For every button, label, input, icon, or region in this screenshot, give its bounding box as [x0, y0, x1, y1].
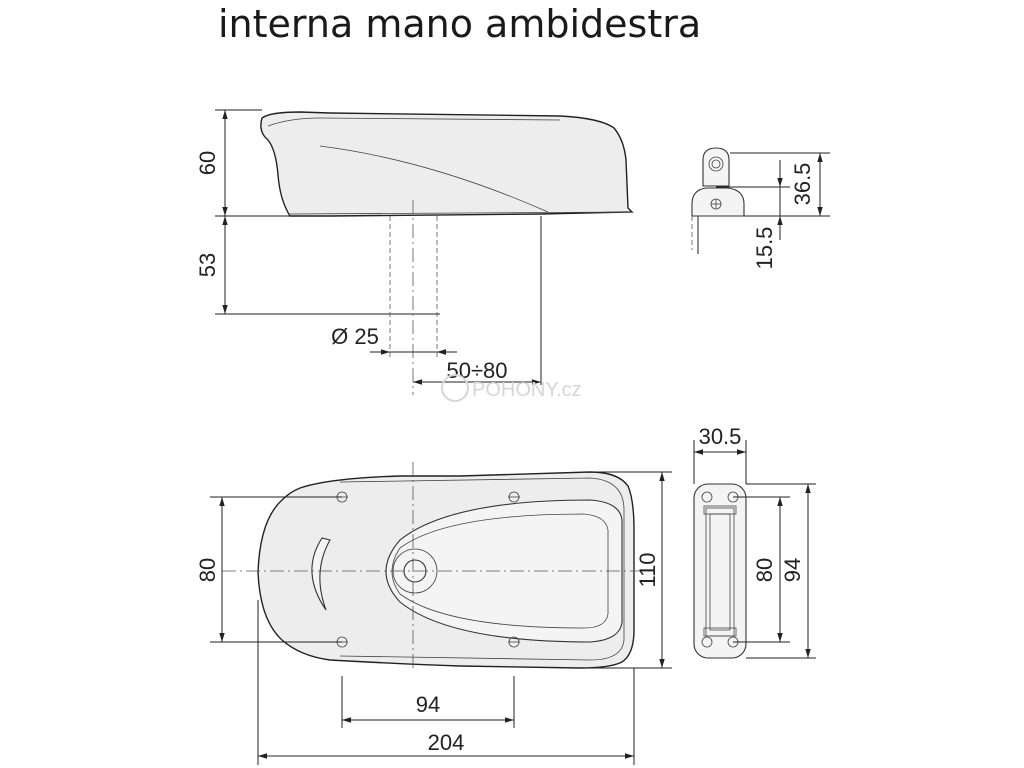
dim-hole-spacing-vertical: 80: [195, 558, 220, 582]
end-view-small: 36.5 15.5: [691, 147, 830, 270]
dim-side-height-bottom: 53: [195, 253, 220, 277]
dim-width: 30.5: [699, 424, 742, 449]
end-view-tab: [702, 147, 730, 187]
dim-cylinder-diameter: Ø 25: [331, 324, 379, 349]
watermark-text: POHONY.cz: [472, 379, 582, 401]
dim-total-length: 204: [428, 730, 465, 755]
dim-plate-height: 94: [780, 558, 805, 582]
dim-hole-spacing-horizontal: 94: [416, 692, 440, 717]
dim-hole-spacing-right: 80: [752, 558, 777, 582]
dim-side-height-top: 60: [195, 151, 220, 175]
front-view-inner-contour: [339, 477, 625, 661]
side-view-crest: [267, 117, 561, 127]
side-view-curve: [319, 145, 549, 213]
side-view: 60 53 Ø 25 50÷80: [195, 109, 634, 395]
plate-view: 30.5 80 94: [693, 424, 816, 659]
front-view-teardrop-inner: [391, 513, 609, 629]
watermark: POHONY.cz: [441, 374, 582, 402]
plate-view-body: [693, 483, 747, 659]
front-view-crescent: [311, 537, 331, 611]
dim-backset: 50÷80: [446, 358, 507, 383]
page-title: interna mano ambidestra: [218, 2, 702, 46]
front-view: 80 110 94 204: [195, 462, 672, 765]
front-view-screw-holes: [336, 491, 520, 648]
end-view-base: [691, 187, 745, 217]
dim-bolt-lower: 15.5: [752, 227, 777, 270]
side-view-baseplate: [289, 211, 633, 215]
side-view-body: [260, 111, 634, 217]
dim-total-height: 110: [635, 552, 660, 587]
dim-bolt-upper: 36.5: [790, 163, 815, 206]
